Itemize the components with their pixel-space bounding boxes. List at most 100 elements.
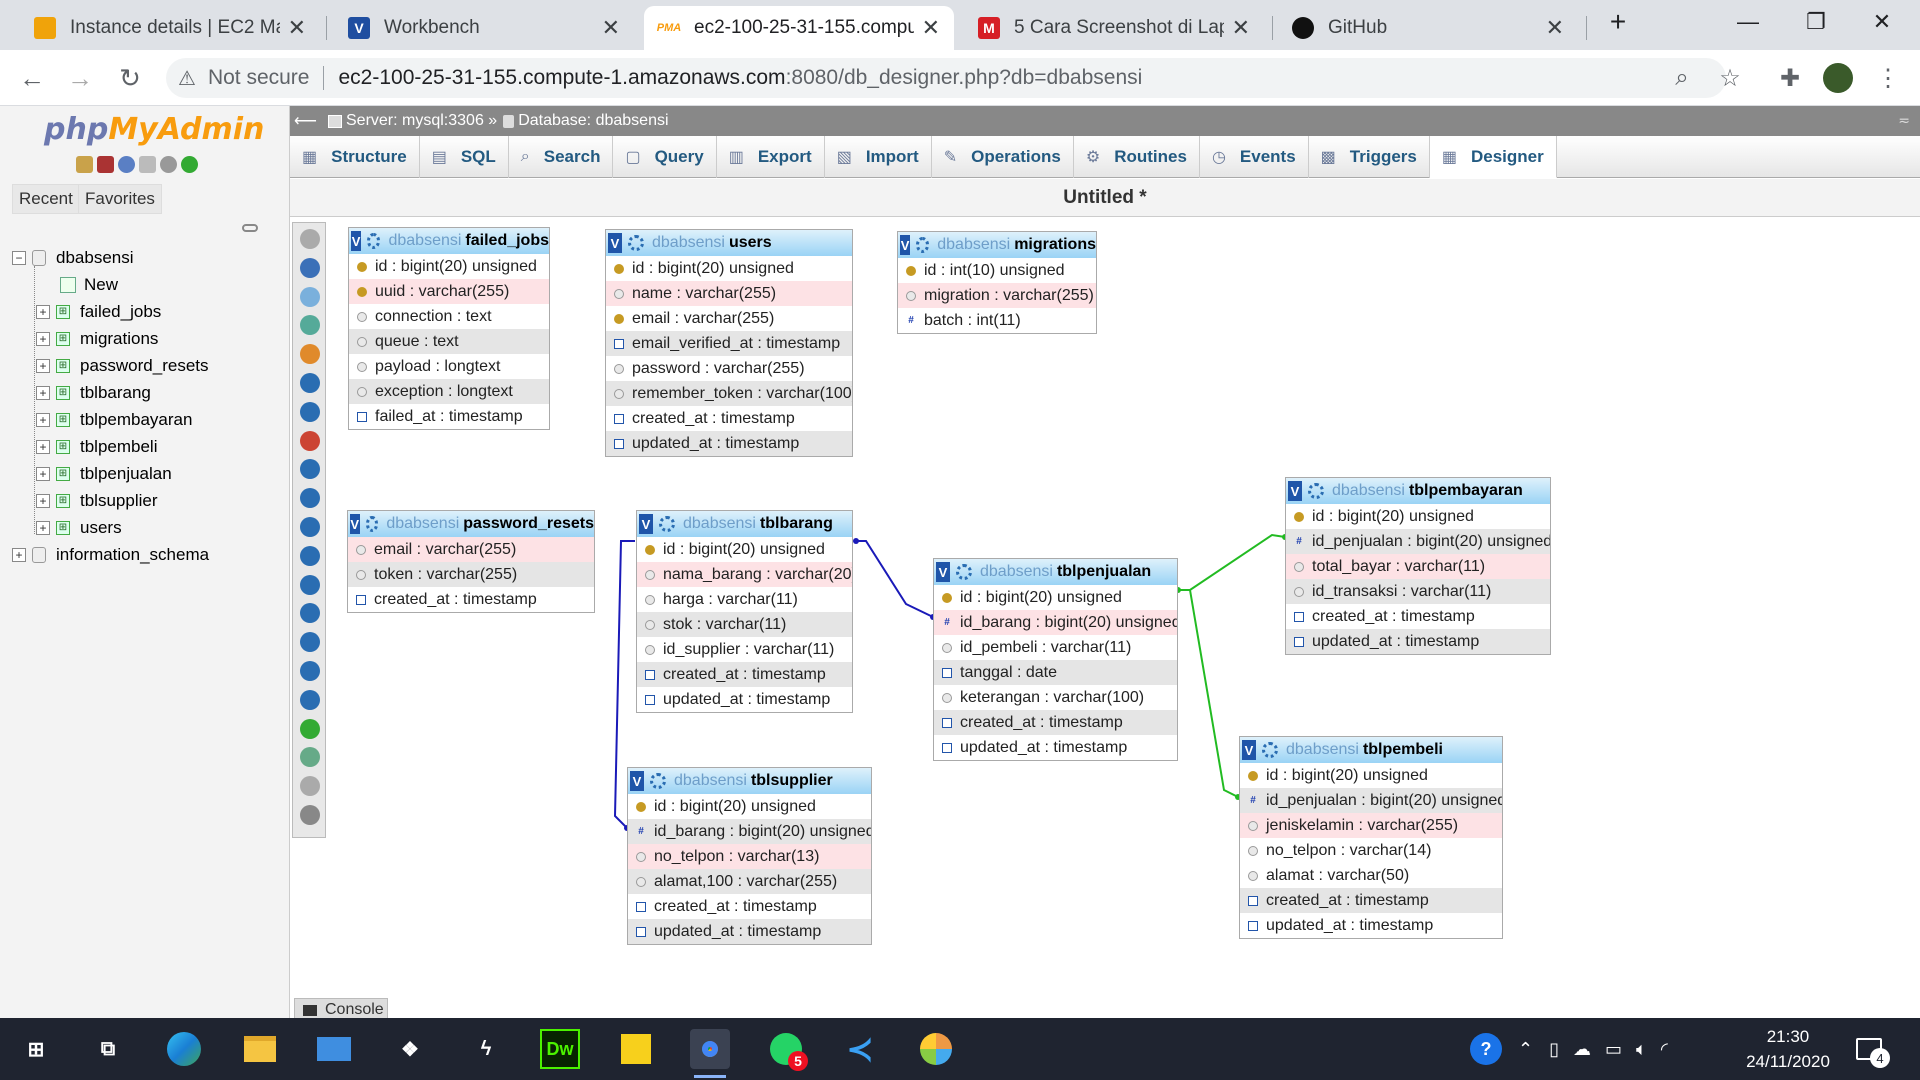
browser-menu-icon[interactable]: ⋮ — [1876, 64, 1900, 92]
table-column-row[interactable]: #batch : int(11) — [898, 308, 1096, 333]
small-big-icon[interactable] — [300, 574, 320, 595]
tab-export[interactable]: ▥Export — [717, 136, 825, 178]
table-column-row[interactable]: created_at : timestamp — [1286, 604, 1550, 629]
table-column-row[interactable]: updated_at : timestamp — [606, 431, 852, 456]
export-schema-icon[interactable] — [300, 661, 320, 681]
restore-icon[interactable]: ❐ — [1806, 9, 1826, 34]
table-column-row[interactable]: id_supplier : varchar(11) — [637, 637, 852, 662]
tree-table-tblpembeli[interactable]: +⊞tblpembeli — [36, 433, 158, 460]
fullscreen-icon[interactable] — [300, 257, 320, 278]
sublime-icon[interactable]: ϟ — [480, 1037, 492, 1060]
settings-gear-icon[interactable] — [160, 156, 177, 173]
phpmyadmin-logo[interactable]: phpMyAdmin — [44, 112, 265, 147]
tree-db-dbabsensi[interactable]: − dbabsensi — [12, 244, 134, 271]
tab-sql[interactable]: ▤SQL — [420, 136, 509, 178]
file-explorer-icon[interactable] — [240, 1029, 280, 1069]
help-tray-icon[interactable]: ? — [1470, 1033, 1502, 1065]
home-icon[interactable] — [76, 156, 93, 173]
delete-page-icon[interactable] — [300, 430, 320, 451]
save-icon[interactable] — [300, 373, 320, 393]
relation-icon[interactable] — [300, 488, 320, 509]
line-style-icon[interactable] — [300, 517, 320, 537]
favorites-button[interactable]: Favorites — [78, 184, 162, 214]
table-options-icon[interactable] — [628, 235, 644, 251]
collapse-icon[interactable]: − — [12, 250, 26, 265]
reload-icon[interactable]: ↻ — [119, 62, 141, 93]
table-column-row[interactable]: payload : longtext — [349, 354, 549, 379]
tab-query[interactable]: ▢Query — [613, 136, 717, 178]
show-all-icon[interactable] — [300, 229, 320, 249]
table-column-row[interactable]: migration : varchar(255) — [898, 283, 1096, 308]
tab-ec2-instance[interactable]: Instance details | EC2 Mana ✕ — [20, 6, 320, 50]
table-column-row[interactable]: alamat,100 : varchar(255) — [628, 869, 871, 894]
tab-structure[interactable]: ▦Structure — [290, 136, 420, 178]
tab-search[interactable]: ⌕Search — [509, 136, 614, 178]
collapse-nav-arrow-icon[interactable]: ⟵ — [294, 113, 317, 130]
tab-import[interactable]: ▧Import — [825, 136, 932, 178]
table-column-row[interactable]: id : bigint(20) unsigned — [637, 537, 852, 562]
table-column-row[interactable]: failed_at : timestamp — [349, 404, 549, 429]
expand-icon[interactable]: + — [36, 385, 50, 400]
table-column-row[interactable]: updated_at : timestamp — [934, 735, 1177, 760]
table-options-icon[interactable] — [1262, 742, 1278, 758]
tab-designer[interactable]: ▦Designer — [1429, 136, 1557, 178]
table-column-row[interactable]: id : bigint(20) unsigned — [606, 256, 852, 281]
table-column-row[interactable]: id : bigint(20) unsigned — [934, 585, 1177, 610]
toggle-columns-icon[interactable]: V — [1242, 740, 1256, 760]
table-column-row[interactable]: stok : varchar(11) — [637, 612, 852, 637]
close-tab-icon[interactable]: ✕ — [287, 15, 306, 40]
dropbox-icon[interactable]: ❖ — [401, 1038, 419, 1061]
close-tab-icon[interactable]: ✕ — [601, 15, 620, 40]
bookmark-star-icon[interactable]: ☆ — [1719, 64, 1741, 92]
table-column-row[interactable]: created_at : timestamp — [628, 894, 871, 919]
table-column-row[interactable]: created_at : timestamp — [1240, 888, 1502, 913]
table-options-icon[interactable] — [659, 516, 675, 532]
table-column-row[interactable]: created_at : timestamp — [606, 406, 852, 431]
expand-icon[interactable]: + — [36, 493, 50, 508]
table-column-row[interactable]: updated_at : timestamp — [1286, 629, 1550, 654]
add-tables-icon[interactable] — [300, 286, 320, 307]
toggle-small-icon[interactable] — [300, 603, 320, 624]
link-chain-icon[interactable] — [242, 224, 258, 232]
help-icon[interactable] — [118, 156, 135, 173]
chrome-icon[interactable] — [690, 1029, 730, 1078]
expand-icon[interactable]: + — [36, 520, 50, 535]
table-options-icon[interactable] — [1308, 483, 1324, 499]
tab-events[interactable]: ◷Events — [1200, 136, 1309, 178]
help-icon[interactable] — [300, 776, 320, 797]
tab-operations[interactable]: ✎Operations — [932, 136, 1074, 178]
table-column-row[interactable]: queue : text — [349, 329, 549, 354]
table-column-row[interactable]: jeniskelamin : varchar(255) — [1240, 813, 1502, 838]
table-column-row[interactable]: nama_barang : varchar(20) — [637, 562, 852, 587]
tree-table-password-resets[interactable]: +⊞password_resets — [36, 352, 209, 379]
collapse-top-icon[interactable]: ≂ — [1898, 112, 1910, 128]
table-options-icon[interactable] — [956, 564, 972, 580]
tab-phpmyadmin[interactable]: PMA ec2-100-25-31-155.comput ✕ — [644, 6, 954, 50]
tab-routines[interactable]: ⚙Routines — [1074, 136, 1200, 178]
snap-grid-icon[interactable] — [300, 545, 320, 566]
table-column-row[interactable]: updated_at : timestamp — [1240, 913, 1502, 938]
clock[interactable]: 21:30 24/11/2020 — [1740, 1024, 1836, 1074]
table-column-row[interactable]: created_at : timestamp — [934, 710, 1177, 735]
table-column-row[interactable]: password : varchar(255) — [606, 356, 852, 381]
pdf-icon[interactable] — [300, 459, 320, 480]
tree-new-table[interactable]: New — [60, 271, 118, 298]
breadcrumb-server[interactable]: Server: mysql:3306 » — [346, 112, 498, 129]
url-bar[interactable]: ⚠ Not secure ec2-100-25-31-155.compute-1… — [166, 58, 1726, 98]
table-options-icon[interactable] — [650, 773, 666, 789]
expand-icon[interactable]: + — [36, 466, 50, 481]
pin-text-icon[interactable] — [300, 718, 320, 739]
task-view-icon[interactable]: ⧉ — [100, 1037, 116, 1060]
logout-icon[interactable] — [97, 156, 114, 173]
table-column-row[interactable]: #id_penjualan : bigint(20) unsigned — [1240, 788, 1502, 813]
table-column-row[interactable]: keterangan : varchar(100) — [934, 685, 1177, 710]
